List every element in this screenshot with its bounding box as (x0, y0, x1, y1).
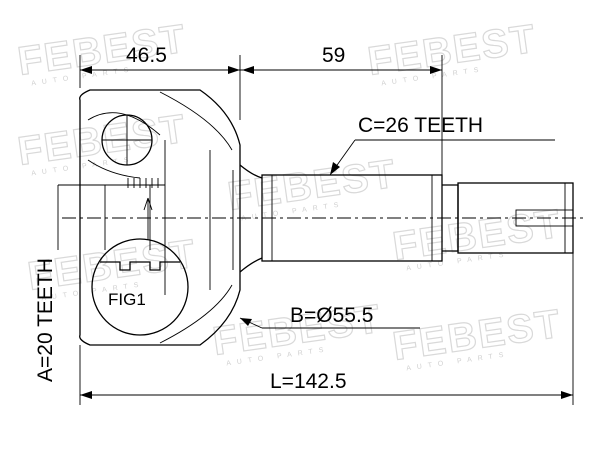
bearing-diameter-label: B=Ø55.5 (290, 304, 373, 327)
fig1-detail: FIG1 (91, 197, 189, 336)
stub-shaft (261, 174, 574, 262)
dimension-label: 59 (322, 44, 345, 67)
inner-spline-callout: A=20 TEETH (34, 184, 125, 382)
dimension-label: L=142.5 (270, 370, 347, 393)
outer-spline-callout: C=26 TEETH (329, 114, 555, 176)
dimension-label: 46.5 (126, 44, 167, 67)
inner-spline-label: A=20 TEETH (34, 258, 57, 382)
dimension-outer-length: 46.5 (79, 44, 241, 120)
fig1-label: FIG1 (108, 290, 146, 309)
dimension-total-length: L=142.5 (79, 253, 574, 405)
ball-cage (87, 112, 165, 250)
outer-spline-label: C=26 TEETH (358, 114, 483, 137)
outer-joint-housing (79, 89, 263, 346)
dimension-shaft-length: 59 (240, 44, 443, 180)
bearing-diameter-callout: B=Ø55.5 (239, 304, 420, 329)
